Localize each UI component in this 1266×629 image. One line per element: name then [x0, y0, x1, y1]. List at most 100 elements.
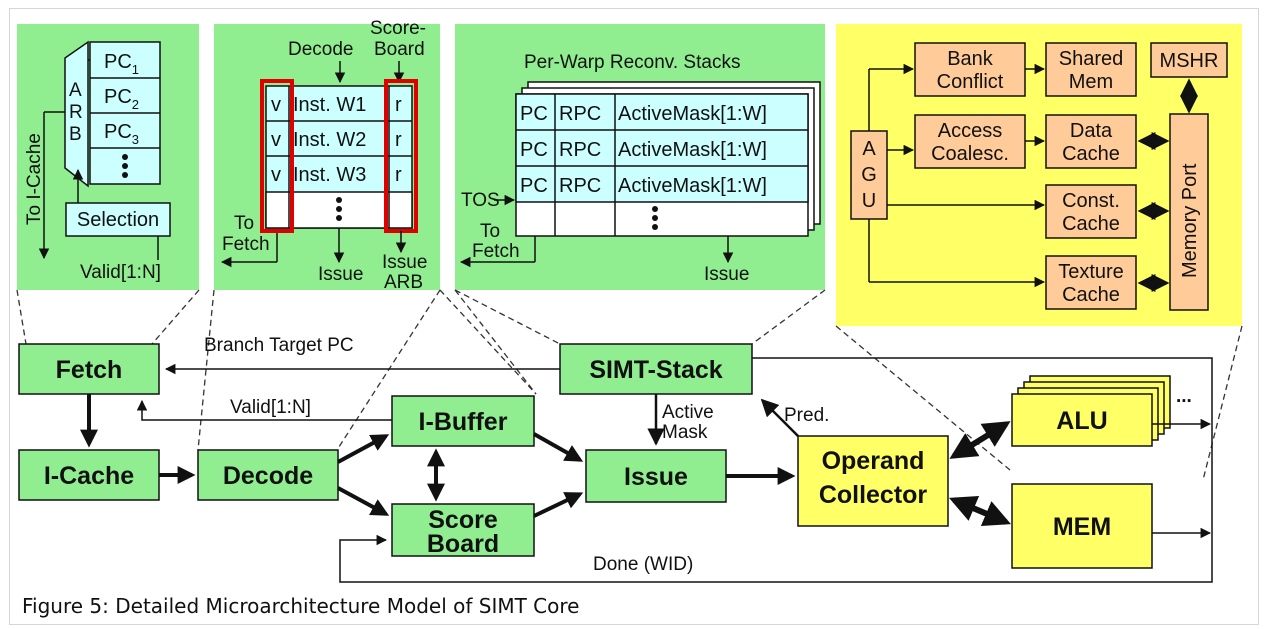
memory-port-box	[1169, 113, 1209, 311]
const-cache-box	[1045, 184, 1137, 239]
stack-to-fetch-1: To	[480, 221, 500, 242]
ibuffer-block	[391, 395, 535, 447]
stack-title: Per-Warp Reconv. Stacks	[524, 52, 740, 73]
fetch-label: Fetch	[56, 356, 123, 384]
zoom-guides	[16, 289, 1243, 481]
alu-more-dots: ...	[1176, 386, 1192, 407]
issue-arb-label-2: ARB	[384, 272, 423, 293]
bank-conflict-2: Conflict	[937, 71, 1004, 93]
memory-port-label: Memory Port	[1179, 163, 1201, 278]
texture-cache-2: Cache	[1062, 284, 1120, 306]
pipeline: Fetch I-Cache Decode I-Buffer Score Boar…	[18, 335, 1213, 583]
mshr-box	[1150, 42, 1228, 78]
shared-mem-1: Shared	[1059, 48, 1124, 70]
alu-label: ALU	[1056, 407, 1107, 435]
valid-bit-3: v	[271, 164, 281, 186]
operand-label-2: Collector	[819, 481, 928, 509]
pred-label: Pred.	[784, 405, 829, 426]
decode-label: Decode	[288, 39, 354, 60]
active-mask-label-1: Active	[662, 402, 714, 423]
pc-3: PC3	[104, 121, 139, 147]
scoreboard-label-2: Board	[374, 39, 425, 60]
active-mask-label-2: Mask	[662, 422, 708, 443]
stack-pc-3: PC	[520, 175, 548, 197]
simt-stack-label: SIMT-Stack	[589, 356, 722, 384]
selection-label: Selection	[77, 209, 159, 231]
fetch-detail-panel: A R B PC1 PC2 PC3 Selection To I-Cache V…	[17, 24, 199, 290]
stack-mask-1: ActiveMask[1:W]	[618, 103, 767, 125]
access-coalesc-2: Coalesc.	[931, 143, 1009, 165]
valid-bit-1: v	[271, 94, 281, 116]
inst-w3: Inst. W3	[293, 164, 366, 186]
memory-detail-panel: A G U Bank Conflict Shared Mem MSHR Acce…	[836, 24, 1242, 326]
operand-label-1: Operand	[822, 447, 925, 475]
scoreboard-label-1: Score-	[370, 18, 426, 39]
selection-box	[65, 202, 171, 237]
operand-collector-block	[797, 435, 949, 527]
stack-rpc-2: RPC	[559, 139, 601, 161]
issue-block	[585, 449, 727, 503]
issue-block-label: Issue	[624, 463, 688, 491]
texture-cache-box	[1045, 255, 1137, 310]
agu-a: A	[862, 138, 876, 160]
agu-u: U	[862, 190, 876, 212]
const-cache-1: Const.	[1062, 190, 1120, 212]
arb-letter-r: R	[69, 102, 83, 123]
mem-label: MEM	[1053, 513, 1111, 541]
stack-issue-label: Issue	[704, 264, 749, 285]
inst-w1: Inst. W1	[293, 94, 366, 116]
arb-letter-b: B	[69, 124, 82, 145]
issue-arb-label-1: Issue	[382, 252, 427, 273]
mem-block	[1011, 483, 1153, 569]
bank-conflict-1: Bank	[947, 48, 994, 70]
shared-mem-2: Mem	[1069, 71, 1113, 93]
pc-2: PC2	[104, 86, 139, 112]
alu-block	[1011, 393, 1153, 447]
stack-pc-1: PC	[520, 103, 548, 125]
bank-conflict-box	[914, 42, 1026, 97]
tos-label: TOS	[461, 190, 500, 211]
stack-rpc-1: RPC	[559, 103, 601, 125]
stack-mask-2: ActiveMask[1:W]	[618, 139, 767, 161]
decode-detail-panel: Decode Score- Board v v v Inst. W1 Inst.…	[214, 18, 440, 293]
scoreboard-block	[391, 503, 535, 557]
ready-bit-2: r	[395, 129, 402, 151]
const-cache-2: Cache	[1062, 213, 1120, 235]
figure-caption: Figure 5: Detailed Microarchitecture Mod…	[22, 594, 580, 618]
ready-bit-3: r	[395, 164, 402, 186]
data-cache-2: Cache	[1062, 143, 1120, 165]
decode-block	[197, 449, 339, 501]
to-fetch-label-1: To	[234, 213, 254, 234]
fetch-valid-label: Valid[1:N]	[80, 262, 161, 283]
data-cache-1: Data	[1070, 120, 1113, 142]
to-fetch-label-2: Fetch	[222, 234, 270, 255]
agu-g: G	[861, 164, 877, 186]
issue-label: Issue	[318, 264, 363, 285]
done-wid-label: Done (WID)	[593, 554, 693, 575]
arb-mux	[64, 40, 89, 188]
valid-label: Valid[1:N]	[230, 397, 311, 418]
texture-cache-1: Texture	[1058, 261, 1124, 283]
stack-mask-3: ActiveMask[1:W]	[618, 175, 767, 197]
ibuffer-label: I-Buffer	[419, 408, 508, 436]
decode-block-label: Decode	[223, 462, 313, 490]
access-coalesc-1: Access	[938, 120, 1002, 142]
stack-to-fetch-2: Fetch	[472, 241, 520, 262]
mshr-label: MSHR	[1160, 50, 1219, 72]
icache-label: I-Cache	[44, 462, 134, 490]
data-cache-box	[1045, 114, 1137, 169]
valid-column-highlight	[260, 79, 294, 233]
scoreboard-label-b: Board	[427, 530, 499, 558]
stack-pc-2: PC	[520, 139, 548, 161]
access-coalesc-box	[914, 114, 1026, 169]
branch-target-label: Branch Target PC	[204, 335, 354, 356]
fetch-block	[18, 343, 160, 395]
arb-letter-a: A	[69, 80, 82, 101]
inst-w2: Inst. W2	[293, 129, 366, 151]
to-icache-label: To I-Cache	[24, 133, 45, 225]
stack-rpc-3: RPC	[559, 175, 601, 197]
pc-1: PC1	[104, 51, 139, 77]
simt-stack-block	[559, 343, 753, 395]
shared-mem-box	[1045, 42, 1137, 97]
